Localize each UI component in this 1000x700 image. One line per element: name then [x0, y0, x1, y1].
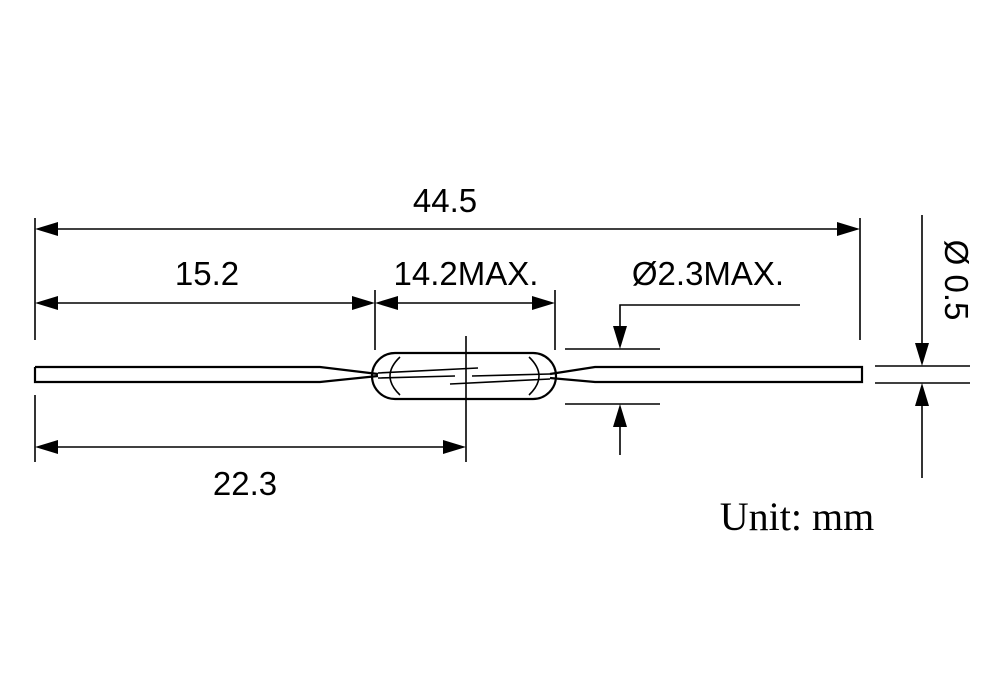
arrowhead	[375, 296, 398, 310]
lead-diameter-label: Ø 0.5	[938, 240, 975, 321]
arrowhead	[35, 222, 58, 236]
reed-switch-body	[33, 351, 864, 401]
arrowhead	[352, 296, 375, 310]
arrowhead	[915, 343, 929, 366]
leader-line	[619, 304, 800, 330]
center-length-label: 22.3	[213, 465, 277, 502]
overall-length-label: 44.5	[413, 182, 477, 219]
lead-length-label: 15.2	[175, 255, 239, 292]
dimension-lead: 15.2	[35, 255, 376, 350]
arrowhead	[35, 440, 58, 454]
right-lead	[549, 365, 864, 384]
dimension-glass-diameter: Ø2.3MAX.	[565, 255, 800, 455]
unit-label: Unit: mm	[720, 494, 874, 539]
arrowhead	[443, 440, 466, 454]
glass-inner-outline	[389, 356, 540, 396]
left-lead	[33, 365, 379, 384]
dimension-overall: 44.5	[34, 182, 861, 340]
dimension-center: 22.3	[34, 336, 467, 502]
glass-diameter-label: Ø2.3MAX.	[632, 255, 784, 292]
dimension-lead-diameter: Ø 0.5	[875, 215, 975, 478]
glass-envelope	[370, 351, 558, 401]
reed-blade-left	[377, 367, 479, 379]
arrowhead	[35, 296, 58, 310]
reed-blade-right	[449, 373, 551, 385]
arrowhead	[915, 383, 929, 406]
arrowhead	[837, 222, 860, 236]
arrowhead	[613, 404, 627, 427]
dimension-glass-length: 14.2MAX.	[375, 255, 556, 350]
glass-length-label: 14.2MAX.	[394, 255, 539, 292]
arrowhead	[613, 326, 627, 349]
arrowhead	[532, 296, 555, 310]
